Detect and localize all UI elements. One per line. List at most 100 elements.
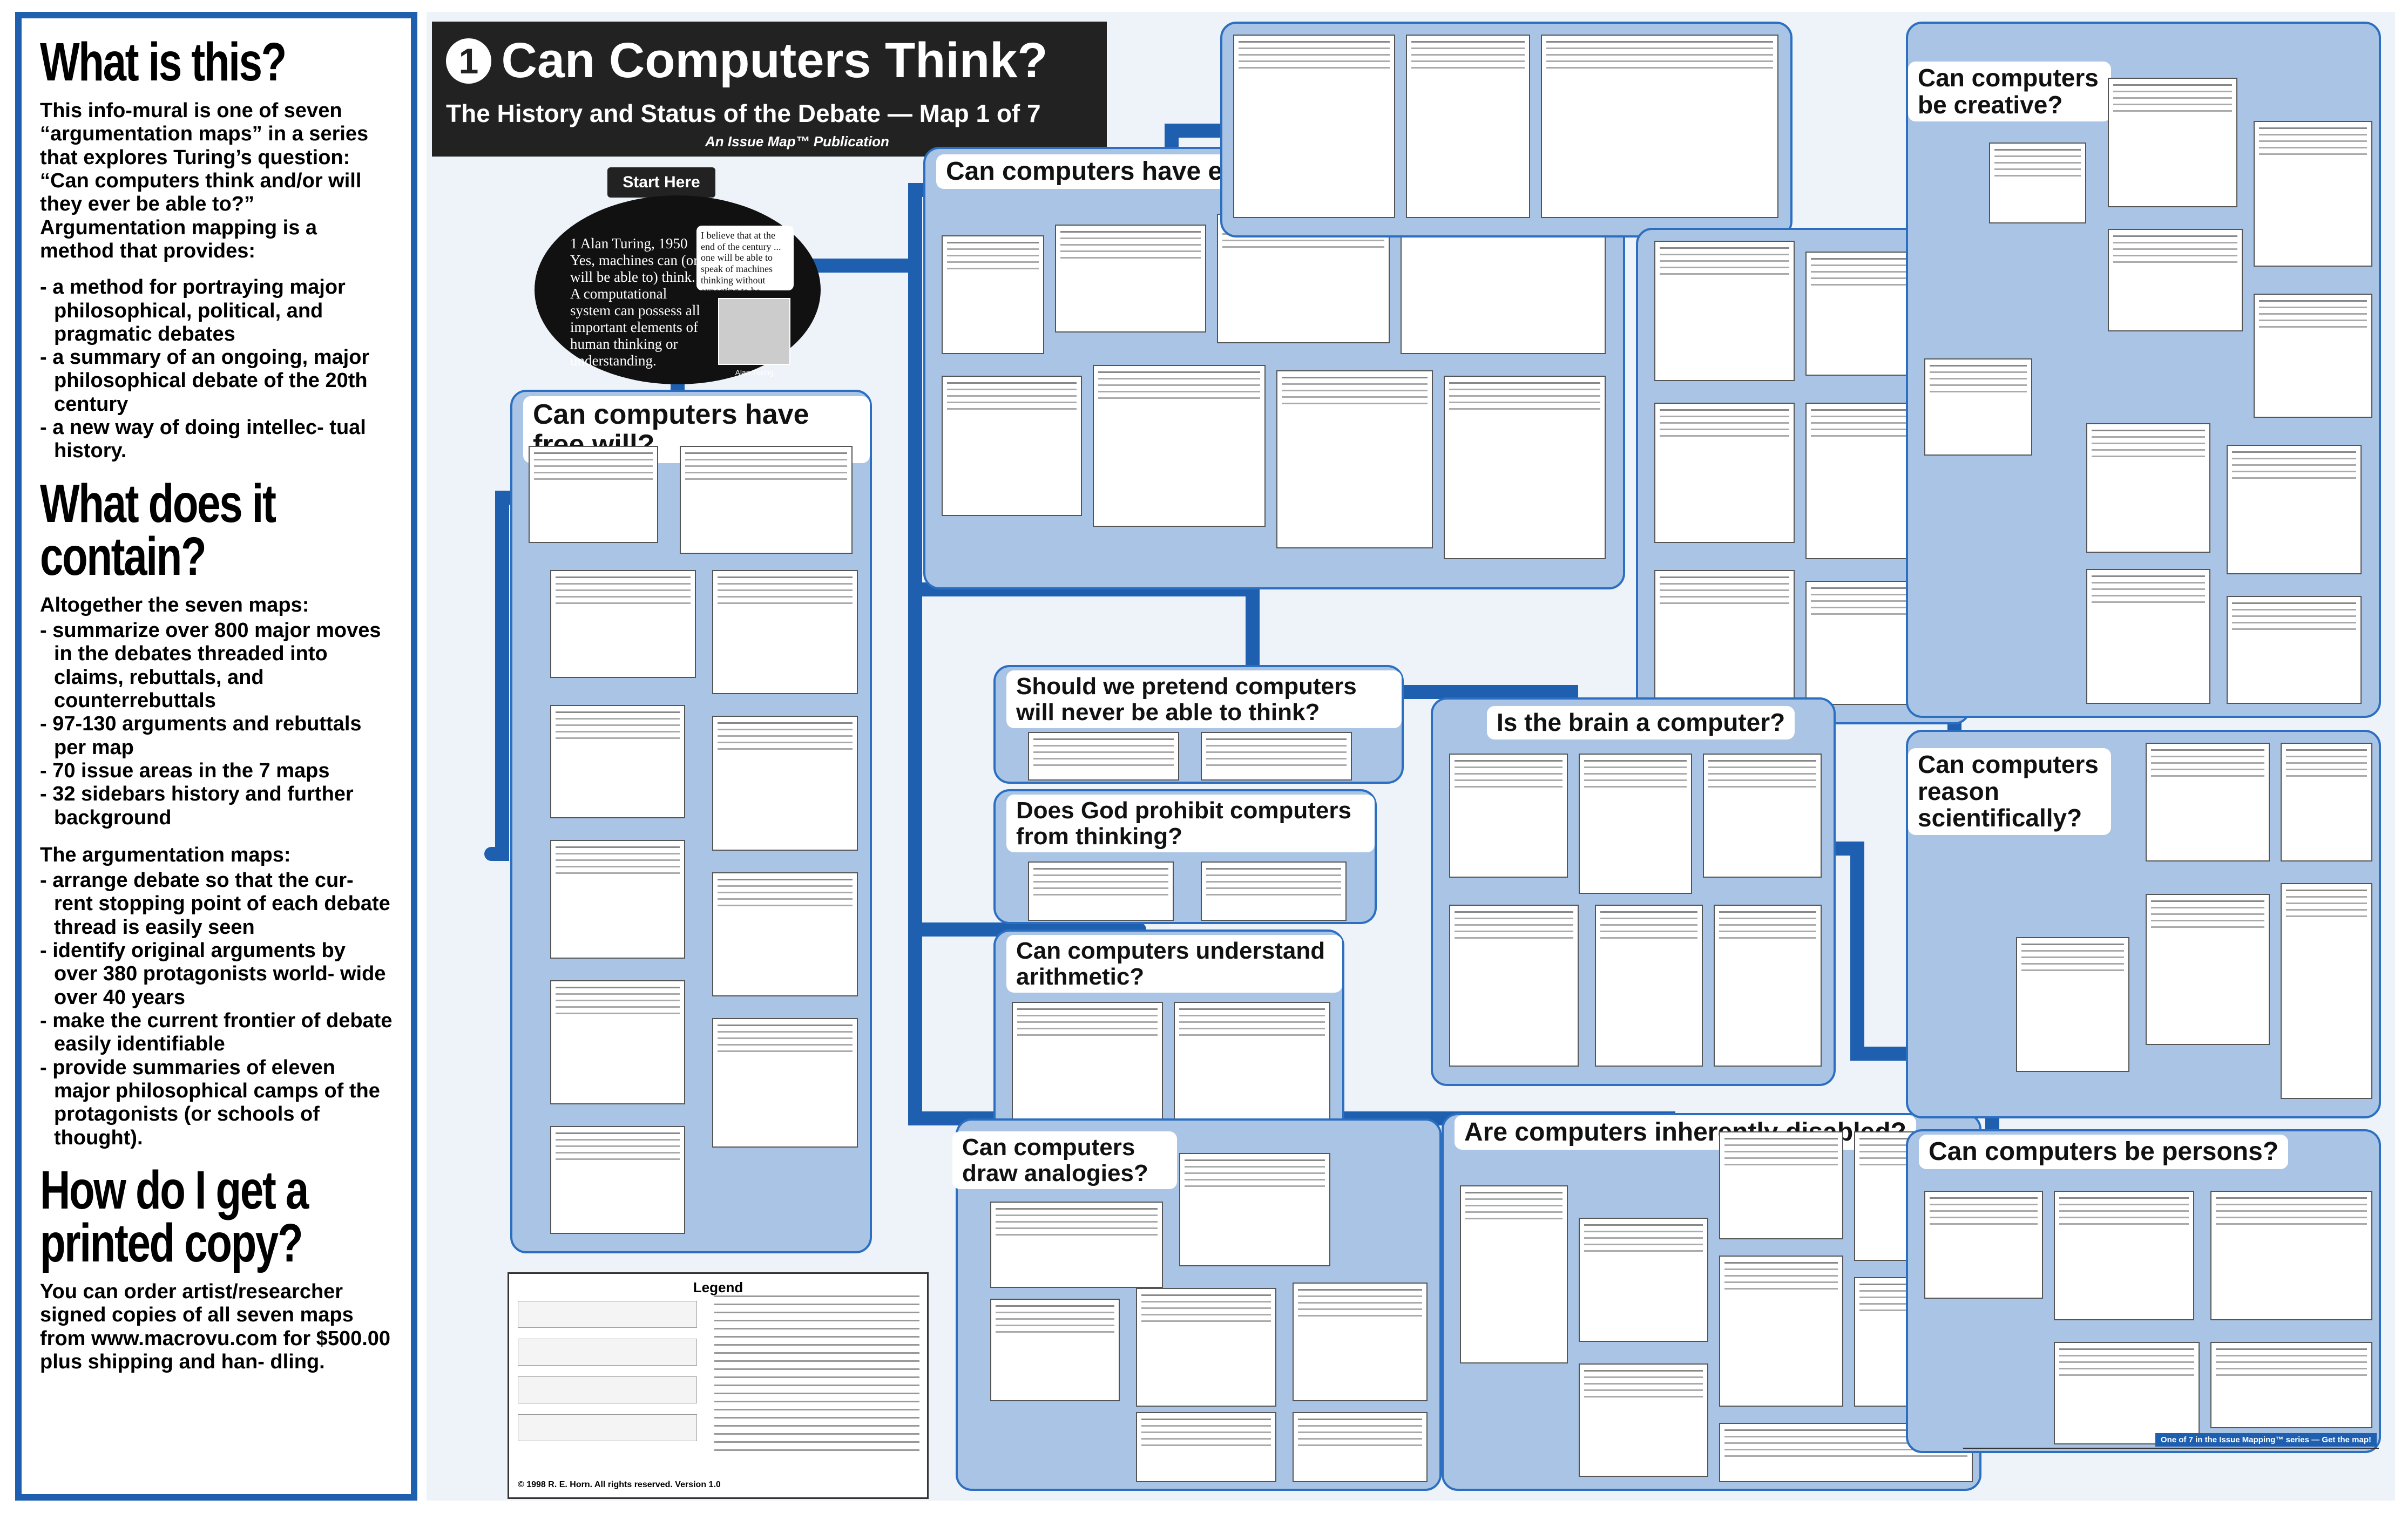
list-item: - a method for portraying major philosop… — [40, 276, 346, 345]
argument-card — [1293, 1412, 1428, 1482]
region-title: Can computers reason scientifically? — [1908, 748, 2111, 836]
argument-card — [1233, 35, 1395, 218]
argument-card — [2210, 1191, 2372, 1320]
page-title: Can Computers Think? — [501, 33, 1048, 88]
region-arithmetic: Can computers understand arithmetic? — [993, 929, 1344, 1156]
argument-card — [680, 446, 853, 554]
argument-card — [1028, 861, 1174, 921]
argument-card — [942, 235, 1044, 354]
legend-swatch — [518, 1301, 697, 1328]
argument-card — [1579, 1218, 1708, 1342]
argument-card — [2086, 569, 2210, 704]
argument-card — [1460, 1185, 1568, 1363]
argument-card — [1012, 1002, 1163, 1137]
list-item: - 32 sidebars history and further backgr… — [40, 783, 354, 829]
legend-title: Legend — [693, 1279, 743, 1295]
region-title: Are computers inherently disabled? — [1455, 1115, 1916, 1150]
argument-card — [712, 1018, 858, 1148]
turing-photo: Alan Turing — [718, 298, 790, 377]
argument-card — [1055, 225, 1206, 333]
argument-card — [1406, 35, 1530, 218]
series-badge: One of 7 in the Issue Mapping™ series — … — [2155, 1433, 2377, 1447]
region-persons: Can computers be persons? — [1906, 1129, 2381, 1453]
argument-card — [1595, 905, 1703, 1067]
photo-caption: Alan Turing — [735, 368, 774, 377]
region-free-will: Can computers have free will? — [510, 390, 872, 1253]
region-title: Is the brain a computer? — [1487, 706, 1795, 739]
contain-intro: Altogether the seven maps: — [40, 593, 309, 616]
turing-quote: I believe that at the end of the century… — [696, 226, 794, 308]
argument-card — [550, 705, 685, 818]
argument-card — [550, 840, 685, 959]
list-item: - identify original arguments by over 38… — [40, 939, 386, 1009]
what-heading: What is this? — [40, 32, 287, 92]
argument-card — [712, 872, 858, 996]
argument-card — [1654, 241, 1795, 381]
argument-card — [1201, 861, 1347, 921]
argument-card — [1989, 143, 2086, 223]
argument-card — [2054, 1191, 2194, 1320]
argument-card — [2254, 121, 2372, 267]
list-item: - make the current frontier of debate ea… — [40, 1009, 393, 1056]
argument-card — [2146, 743, 2270, 861]
contain-heading: What does it contain? — [40, 473, 276, 587]
map-number: 1 — [446, 38, 491, 84]
argument-card — [1028, 732, 1179, 781]
argument-card — [1714, 905, 1822, 1067]
list-item: - summarize over 800 major moves in the … — [40, 619, 381, 712]
argument-card — [1924, 1191, 2043, 1299]
argument-card — [1719, 1256, 1843, 1407]
map-subtitle: The History and Status of the Debate — M… — [446, 99, 1041, 127]
turing-claim: 1 Alan Turing, 1950 Yes, machines can (o… — [535, 195, 821, 384]
argument-card — [990, 1299, 1120, 1401]
region-disabled: Are computers inherently disabled? — [1442, 1113, 1981, 1491]
argument-card — [1579, 1363, 1708, 1477]
legend-swatch — [518, 1339, 697, 1366]
list-item: - provide summaries of eleven major phil… — [40, 1056, 380, 1149]
argument-card — [2086, 423, 2210, 553]
argument-card — [1093, 365, 1266, 527]
region-pretend: Should we pretend computers will never b… — [993, 665, 1404, 784]
what-list: - a method for portraying major philosop… — [40, 276, 393, 463]
what-text: This info-mural is one of seven “argumen… — [40, 99, 369, 262]
footnote — [1963, 1448, 2379, 1481]
argument-card — [1654, 570, 1795, 700]
region-title: Does God prohibit computers from thinkin… — [1006, 795, 1375, 853]
argument-card — [2281, 743, 2372, 861]
region-god: Does God prohibit computers from thinkin… — [993, 789, 1377, 924]
copy-heading: How do I get a printed copy? — [40, 1159, 309, 1273]
region-analogies: Can computers draw analogies? — [952, 1118, 1442, 1491]
argument-card — [2016, 937, 2129, 1072]
argument-card — [2227, 445, 2362, 574]
list-item: - 97-130 arguments and rebuttals per map — [40, 713, 362, 759]
argument-card — [712, 570, 858, 694]
list-item: - a summary of an ongoing, major philoso… — [40, 346, 370, 416]
argument-card — [1201, 732, 1352, 781]
argument-card — [1174, 1002, 1330, 1137]
argument-card — [1541, 35, 1778, 218]
argument-card — [1654, 403, 1795, 543]
argument-card — [1293, 1283, 1428, 1401]
copyright: © 1998 R. E. Horn. All rights reserved. … — [518, 1480, 721, 1489]
argument-card — [2227, 596, 2362, 704]
maps-list: - arrange debate so that the cur- rent s… — [40, 869, 393, 1150]
argument-card — [550, 1126, 685, 1234]
argument-card — [942, 376, 1082, 516]
argument-card — [550, 570, 696, 678]
argument-card — [1449, 754, 1568, 878]
argument-card — [1703, 754, 1822, 878]
argument-card — [2108, 78, 2237, 207]
argument-card — [2281, 883, 2372, 1099]
legend-swatch — [518, 1376, 697, 1403]
argument-card — [1444, 376, 1606, 559]
argument-card — [529, 446, 658, 543]
legend: Legend © 1998 R. E. Horn. All rights res… — [508, 1272, 929, 1499]
argument-card — [2254, 294, 2372, 418]
start-here-label: Start Here — [607, 167, 715, 198]
argument-card — [2146, 894, 2270, 1045]
argument-card — [2108, 229, 2243, 331]
contain-list: - summarize over 800 major moves in the … — [40, 619, 393, 830]
argument-card — [1179, 1153, 1330, 1266]
argument-card — [1136, 1288, 1276, 1407]
argument-card — [2054, 1342, 2200, 1444]
